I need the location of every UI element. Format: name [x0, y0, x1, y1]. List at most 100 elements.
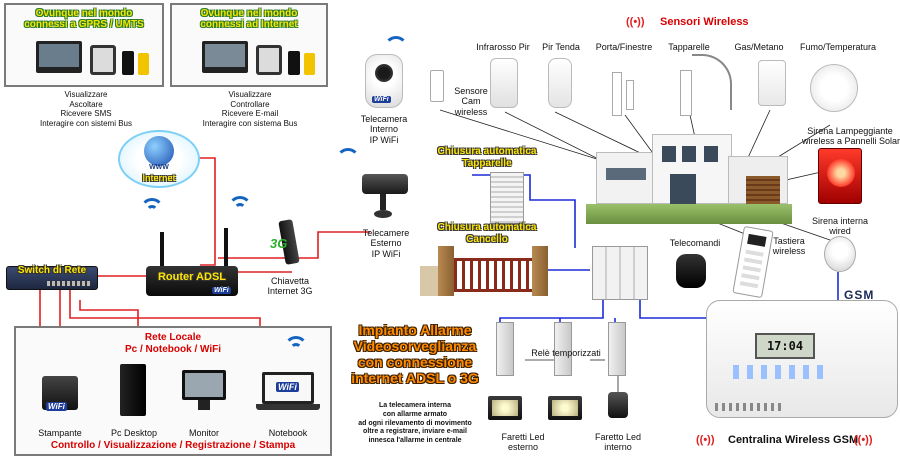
door-sensor-icon: [626, 80, 634, 110]
cable-router-camera: [218, 231, 370, 259]
sensor-label-gas: Gas/Metano: [734, 42, 784, 52]
gate-automation-label: Chiusura automatica Cancello: [437, 222, 537, 245]
cable-router-internet: [195, 157, 216, 266]
wifi-icon: [284, 336, 308, 360]
wifi-icon: [146, 205, 158, 217]
relay-icon: [608, 322, 626, 376]
door-sensor-icon: [612, 72, 622, 116]
camera-wifi-badge: WiFi: [372, 96, 391, 103]
tablet-icon: [256, 45, 282, 75]
internet-title-2: connessi ad Internet: [200, 19, 298, 30]
sensors-header: Sensori Wireless: [660, 16, 749, 28]
led-floodlight-icon: [488, 396, 522, 420]
internet-title-1: Ovunque nel mondo: [200, 8, 298, 19]
gprs-caption: Visualizzare Ascoltare Ricevere SMS Inte…: [39, 90, 133, 128]
tablet-icon: [90, 45, 116, 75]
gprs-panel: Ovunque nel mondo connessi a GPRS / UMTS: [4, 3, 164, 87]
switch-ports: [47, 281, 91, 286]
lan-panel: Rete Locale Pc / Notebook / WiFi WiFi Wi…: [14, 326, 332, 456]
keypad-label: Tastiera wireless: [772, 236, 806, 257]
sensor-label-pir: Infrarosso Pir: [476, 42, 530, 52]
broadcast-icon: ((•)): [626, 16, 645, 28]
monitor-icon: [182, 370, 226, 400]
inner-siren-label: Sirena interna wired: [811, 216, 869, 237]
remotes-label: Telecomandi: [669, 238, 721, 248]
cam-sensor-label: Sensore Cam wireless: [454, 86, 488, 117]
headline: Impianto Allarme Videosorveglianza con c…: [351, 322, 479, 387]
wifi-icon: [234, 203, 246, 215]
router-label: Router ADSL: [157, 271, 227, 283]
sensor-label-smoke: Fumo/Temperatura: [799, 42, 877, 52]
lamp-int-label: Faretto Led interno: [594, 432, 642, 453]
lan-title: Rete Locale Pc / Notebook / WiFi: [124, 332, 222, 355]
router-antenna: [160, 232, 164, 268]
router-wifi-badge: WiFi: [212, 287, 231, 294]
wifi-icon: [140, 198, 164, 222]
router-antenna: [224, 228, 228, 268]
lan-footer: Controllo / Visualizzazione / Registrazi…: [50, 440, 296, 451]
gprs-title-1: Ovunque nel mondo: [35, 8, 133, 19]
wifi-icon: [336, 148, 360, 172]
internet-panel: Ovunque nel mondo connessi ad Internet: [170, 3, 328, 87]
broadcast-icon: ((•)): [854, 434, 873, 446]
relay-icon: [496, 322, 514, 376]
notebook-wifi-badge: WiFi: [276, 382, 299, 392]
led-floodlight-icon: [548, 396, 582, 420]
pc-tower-icon: [120, 364, 146, 416]
din-module-icon: [592, 246, 648, 300]
shutter-icon: [490, 172, 524, 224]
sensor-label-shutter: Tapparelle: [668, 42, 710, 52]
internet-caption: Visualizzare Controllare Ricevere E-mail…: [202, 90, 298, 128]
monitor-icon: [36, 41, 82, 73]
external-camera-icon: [362, 174, 408, 194]
cam-sensor-icon: [430, 70, 444, 102]
inner-siren-icon: [824, 236, 856, 272]
house-illustration: [586, 132, 792, 224]
central-display: 17:04: [755, 333, 815, 359]
monitor-stand: [198, 400, 210, 410]
phone-icon: [304, 53, 315, 75]
wifi-icon: [384, 36, 408, 60]
led-spot-icon: [608, 392, 628, 418]
monitor-icon: [202, 41, 248, 73]
relays-label: Relè temporizzati: [531, 348, 601, 358]
phone-icon: [138, 53, 149, 75]
dongle-badge: 3G: [270, 236, 288, 251]
central-clock: 17:04: [766, 339, 804, 353]
central-label: Centralina Wireless GSM: [728, 434, 859, 446]
lan-device-monitor: Monitor: [188, 428, 219, 438]
solar-siren-icon: [818, 148, 862, 204]
gprs-title-2: connessi a GPRS / UMTS: [24, 19, 144, 30]
printer-wifi-badge: WiFi: [46, 402, 67, 411]
internal-camera-label: Telecamera Interno IP WiFi: [360, 114, 408, 145]
pir-sensor-icon: [490, 58, 518, 108]
lamp-ext-label: Faretti Led esterno: [501, 432, 545, 453]
central-grille: [715, 403, 785, 411]
camera-mount: [380, 194, 386, 210]
sensor-label-door: Porta/Finestre: [595, 42, 653, 52]
wifi-icon: [228, 196, 252, 220]
solar-siren-label: Sirena Lampeggiante wireless a Pannelli …: [802, 126, 900, 147]
cloud-www: WWW: [149, 164, 169, 171]
lan-device-printer: Stampante: [38, 428, 82, 438]
camera-base: [374, 210, 392, 218]
broadcast-icon: ((•)): [696, 434, 715, 446]
gsm-central-unit: 17:04: [706, 300, 898, 418]
gate-icon: [420, 244, 550, 298]
lan-device-notebook: Notebook: [268, 428, 308, 438]
shutter-sensor-icon: [680, 70, 692, 116]
notebook-base: [256, 404, 320, 410]
smoke-sensor-icon: [810, 64, 858, 112]
shutter-cable: [692, 54, 732, 110]
camera-lens: [375, 64, 393, 82]
lan-device-pc: Pc Desktop: [110, 428, 158, 438]
network-switch: Switch di Rete: [6, 265, 98, 290]
sensor-label-pir-tenda: Pir Tenda: [542, 42, 580, 52]
dongle-label: Chiavetta Internet 3G: [267, 276, 313, 297]
remote-icon: [676, 254, 706, 288]
central-keys: [733, 365, 823, 379]
phone-icon: [288, 51, 300, 75]
globe-icon: [144, 136, 174, 166]
bus-relays: [499, 300, 604, 322]
cloud-label: Internet: [142, 173, 176, 183]
